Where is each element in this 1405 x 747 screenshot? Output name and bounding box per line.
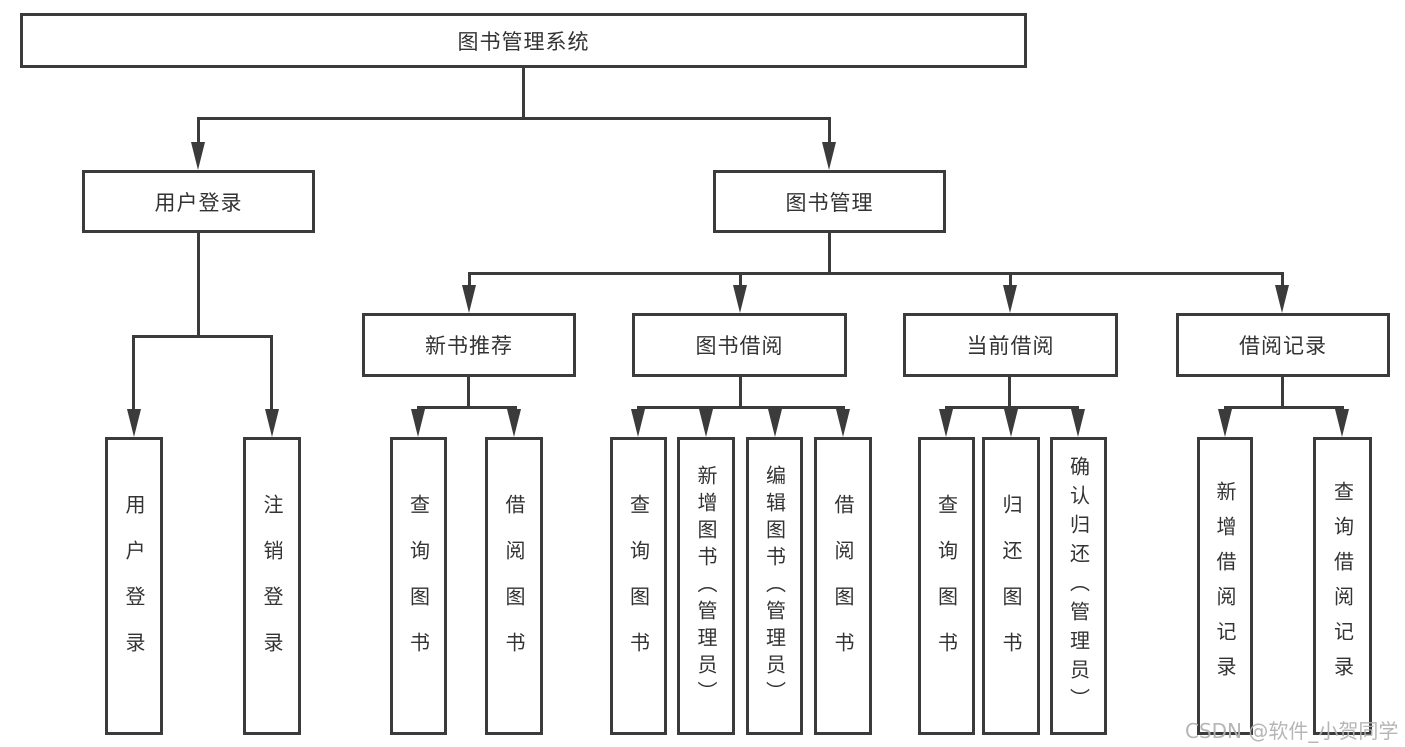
node-book-borrowing: 图书借阅 [632, 313, 847, 377]
leaf-borrow-books-recommend: 借阅图书 [485, 437, 543, 735]
connector-arrowhead [1003, 285, 1017, 313]
leaf-label: 借阅图书 [831, 494, 855, 678]
connector-arrowhead [631, 409, 645, 437]
connector-line [197, 233, 200, 337]
node-current-borrowing: 当前借阅 [903, 313, 1118, 377]
connector-arrowhead [768, 409, 782, 437]
connector-arrowhead [733, 285, 747, 313]
connector-arrowhead [836, 409, 850, 437]
leaf-label: 查询借阅记录 [1330, 481, 1355, 691]
node-label: 借阅记录 [1239, 334, 1327, 358]
connector-line [945, 406, 1079, 409]
leaf-add-borrow-record: 新增借阅记录 [1197, 437, 1253, 735]
connector-line [1281, 377, 1284, 408]
node-label: 图书借阅 [695, 334, 784, 358]
connector-line [1281, 272, 1284, 290]
node-new-book-recommendation: 新书推荐 [362, 313, 576, 377]
connector-line [132, 335, 135, 413]
leaf-query-books-borrowing: 查询图书 [610, 437, 667, 735]
connector-arrowhead [1218, 409, 1232, 437]
node-borrowing-records: 借阅记录 [1176, 313, 1390, 377]
connector-line [828, 233, 831, 275]
connector-line [1009, 272, 1012, 290]
leaf-return-books: 归还图书 [982, 437, 1040, 735]
connector-arrowhead [265, 409, 279, 437]
leaf-label: 用户登录 [122, 494, 146, 678]
leaf-label: 新增图书︵管理员︶ [694, 464, 718, 708]
connector-arrowhead [1275, 285, 1289, 313]
connector-arrowhead [127, 409, 141, 437]
connector-arrowhead [939, 409, 953, 437]
connector-line [828, 117, 831, 147]
connector-line [468, 272, 1284, 275]
connector-line [417, 406, 517, 409]
connector-arrowhead [507, 409, 521, 437]
connector-line [739, 272, 742, 290]
leaf-borrow-books-borrowing: 借阅图书 [814, 437, 872, 735]
connector-line [637, 406, 845, 409]
leaf-label: 归还图书 [999, 494, 1023, 678]
csdn-watermark: CSDN @软件_小贺同学 [1185, 719, 1399, 743]
connector-line [197, 117, 831, 120]
node-book-management: 图书管理 [713, 170, 946, 233]
connector-line [197, 117, 200, 147]
connector-arrowhead [411, 409, 425, 437]
node-label: 图书管理 [785, 190, 874, 215]
leaf-logout: 注销登录 [243, 437, 301, 735]
leaf-query-borrow-record: 查询借阅记录 [1313, 437, 1372, 735]
leaf-add-books-admin: 新增图书︵管理员︶ [677, 437, 735, 735]
connector-line [270, 335, 273, 413]
leaf-label: 确认归还︵管理员︶ [1066, 455, 1091, 717]
connector-line [1224, 406, 1344, 409]
node-label: 图书管理系统 [457, 29, 590, 54]
connector-arrowhead [822, 142, 836, 170]
leaf-confirm-return-admin: 确认归还︵管理员︶ [1050, 437, 1107, 735]
connector-line [739, 377, 742, 408]
connector-line [467, 377, 470, 408]
connector-line [1008, 377, 1011, 408]
connector-arrowhead [191, 142, 205, 170]
connector-line [132, 335, 273, 338]
leaf-label: 新增借阅记录 [1213, 481, 1237, 691]
node-label: 新书推荐 [425, 334, 513, 358]
connector-arrowhead [699, 409, 713, 437]
connector-arrowhead [1335, 409, 1349, 437]
leaf-label: 查询图书 [406, 494, 431, 678]
leaf-label: 查询图书 [934, 494, 959, 678]
connector-arrowhead [462, 285, 476, 313]
node-library-management-system: 图书管理系统 [20, 13, 1027, 68]
leaf-edit-books-admin: 编辑图书︵管理员︶ [746, 437, 803, 735]
connector-line [468, 272, 471, 290]
connector-arrowhead [1004, 409, 1018, 437]
leaf-label: 注销登录 [260, 494, 284, 678]
leaf-query-books-current: 查询图书 [918, 437, 975, 735]
node-label: 当前借阅 [966, 334, 1055, 358]
connector-arrowhead [1071, 409, 1085, 437]
leaf-label: 查询图书 [626, 494, 651, 678]
leaf-label: 借阅图书 [502, 494, 526, 678]
connector-line [522, 68, 525, 120]
node-user-login: 用户登录 [82, 170, 315, 233]
leaf-user-login: 用户登录 [105, 437, 163, 735]
leaf-query-books-recommend: 查询图书 [390, 437, 447, 735]
node-label: 用户登录 [154, 190, 243, 215]
leaf-label: 编辑图书︵管理员︶ [762, 464, 787, 708]
